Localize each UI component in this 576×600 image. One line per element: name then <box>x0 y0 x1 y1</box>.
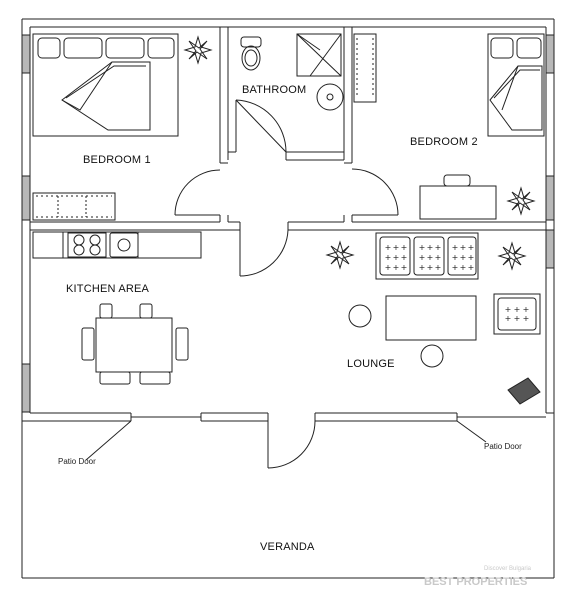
room-label-bedroom1: BEDROOM 1 <box>83 154 151 166</box>
room-label-bedroom2: BEDROOM 2 <box>410 136 478 148</box>
svg-text:+: + <box>468 243 475 252</box>
room-label-lounge: LOUNGE <box>347 358 395 370</box>
armchair <box>493 293 541 335</box>
room-label-bathroom: BATHROOM <box>242 84 306 96</box>
bedroom2-bed <box>487 33 545 137</box>
bathroom-fixtures <box>240 33 377 111</box>
svg-text:+: + <box>419 243 426 252</box>
svg-text:+: + <box>452 253 459 262</box>
svg-text:+: + <box>460 253 467 262</box>
svg-text:+: + <box>393 243 400 252</box>
svg-text:+: + <box>523 314 530 323</box>
doors <box>85 99 546 469</box>
lounge-sofa <box>375 232 479 280</box>
cushion-pattern: +++ +++ +++ +++ +++ +++ +++ +++ +++ +++ … <box>385 243 530 323</box>
svg-text:+: + <box>419 263 426 272</box>
svg-text:+: + <box>468 263 475 272</box>
svg-text:+: + <box>514 314 521 323</box>
svg-text:+: + <box>393 263 400 272</box>
svg-text:+: + <box>435 253 442 262</box>
svg-text:+: + <box>401 263 408 272</box>
svg-text:+: + <box>427 243 434 252</box>
windows <box>21 34 555 413</box>
svg-text:+: + <box>435 263 442 272</box>
patio-door-label-left: Patio Door <box>58 457 96 466</box>
svg-text:+: + <box>401 243 408 252</box>
kitchen-counter <box>32 231 202 259</box>
svg-text:+: + <box>385 263 392 272</box>
lounge-stools <box>348 304 444 368</box>
svg-text:+: + <box>460 263 467 272</box>
interior-walls <box>30 27 546 231</box>
svg-text:+: + <box>505 314 512 323</box>
svg-text:+: + <box>385 253 392 262</box>
svg-text:+: + <box>452 243 459 252</box>
svg-text:+: + <box>401 253 408 262</box>
watermark-line1: Discover Bulgaria <box>484 566 532 572</box>
tv-unit <box>507 377 541 405</box>
svg-text:+: + <box>452 263 459 272</box>
svg-text:+: + <box>514 305 521 314</box>
room-label-kitchen: KITCHEN AREA <box>66 283 150 295</box>
dining-table <box>81 303 189 385</box>
svg-text:+: + <box>393 253 400 262</box>
bedroom1-bed <box>32 33 179 137</box>
svg-text:+: + <box>427 253 434 262</box>
patio-door-label-right: Patio Door <box>484 442 522 451</box>
svg-text:+: + <box>468 253 475 262</box>
svg-text:+: + <box>427 263 434 272</box>
svg-text:+: + <box>505 305 512 314</box>
bedroom1-wardrobe <box>32 192 116 221</box>
svg-text:+: + <box>523 305 530 314</box>
svg-text:+: + <box>435 243 442 252</box>
veranda-outline <box>21 421 555 579</box>
svg-text:+: + <box>419 253 426 262</box>
room-label-veranda: VERANDA <box>260 541 315 553</box>
svg-text:+: + <box>385 243 392 252</box>
plant-icons <box>183 35 536 271</box>
watermark-line2: BEST PROPERTIES <box>424 576 527 588</box>
coffee-table <box>385 295 477 341</box>
svg-text:+: + <box>460 243 467 252</box>
bedroom2-desk <box>419 174 497 220</box>
